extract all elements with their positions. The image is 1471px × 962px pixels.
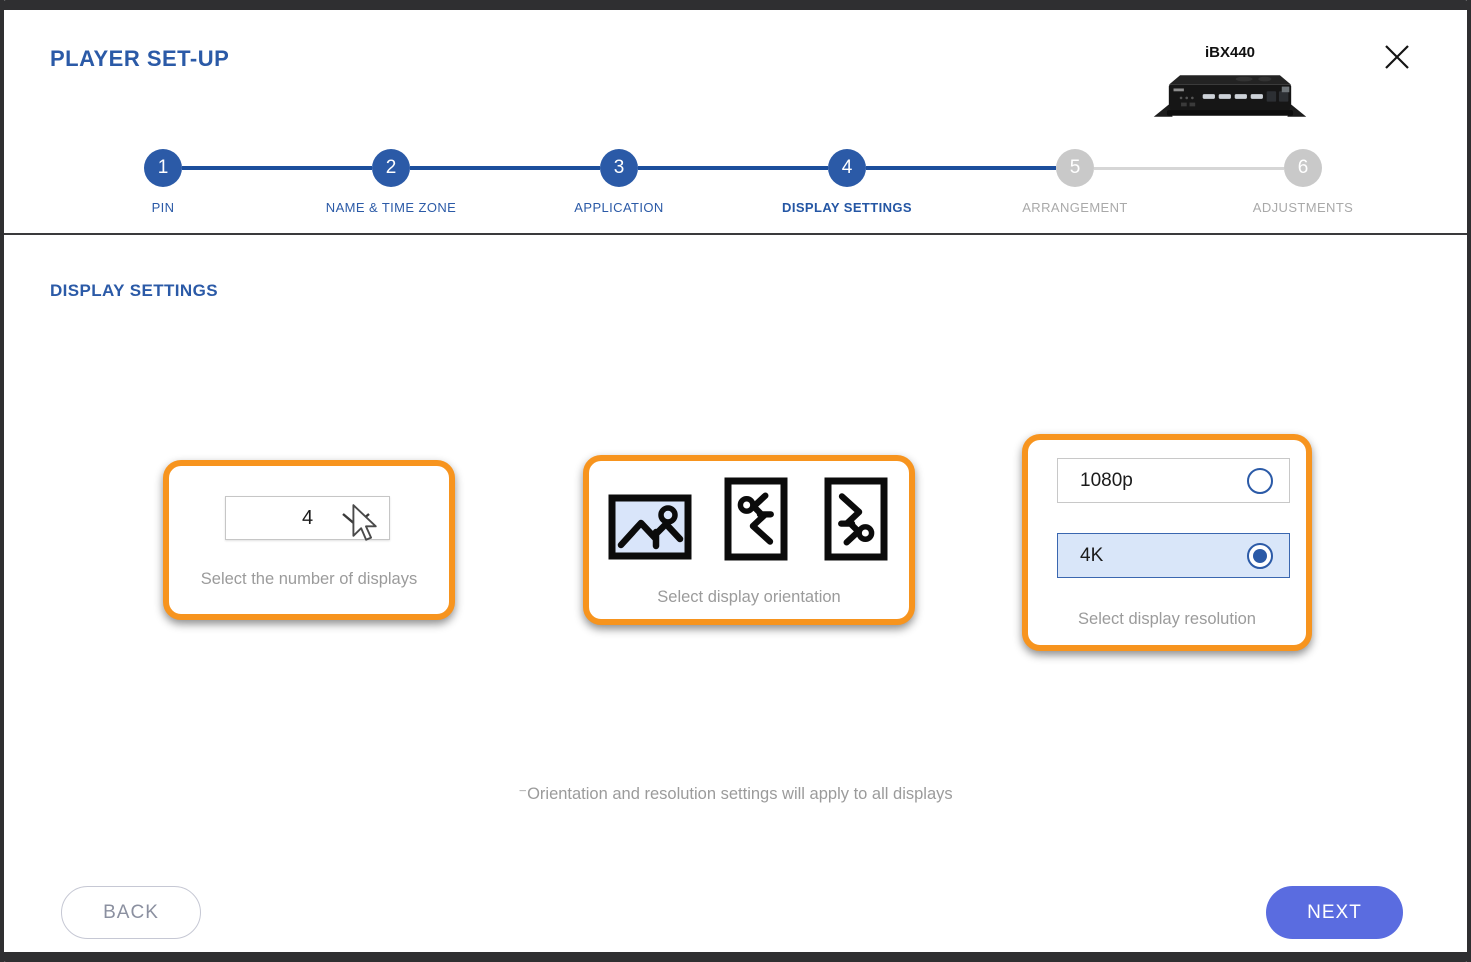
- page-title: PLAYER SET-UP: [50, 46, 230, 71]
- resolution-option-label: 1080p: [1080, 469, 1133, 491]
- stepper-connector-3-4: [638, 166, 828, 170]
- apply-to-all-note: ⁻Orientation and resolution settings wil…: [518, 785, 953, 803]
- portrait-right-orientation-icon[interactable]: [824, 477, 888, 566]
- mouse-cursor-icon: [349, 504, 379, 549]
- step-circle-application[interactable]: 3: [600, 149, 638, 187]
- portrait-left-orientation-icon[interactable]: [724, 477, 788, 566]
- close-icon: [1385, 45, 1409, 69]
- resolution-option-4k[interactable]: 4K: [1057, 533, 1290, 578]
- step-circle-adjustments[interactable]: 6: [1284, 149, 1322, 187]
- window-frame-bottom: [0, 952, 1471, 962]
- step-circle-name-time-zone[interactable]: 2: [372, 149, 410, 187]
- header-divider: [4, 233, 1467, 235]
- display-count-value: 4: [301, 506, 314, 529]
- display-orientation-panel: Select display orientation: [583, 455, 915, 625]
- section-heading: DISPLAY SETTINGS: [50, 281, 218, 300]
- ibx440-device-image: [1150, 68, 1310, 124]
- close-button[interactable]: [1380, 40, 1414, 74]
- resolution-option-label: 4K: [1080, 544, 1104, 566]
- window-frame-left: [0, 0, 4, 962]
- step-label-pin: PIN: [151, 200, 175, 215]
- displays-panel-caption: Select the number of displays: [200, 570, 418, 588]
- window-frame-right: [1467, 0, 1471, 962]
- back-button[interactable]: BACK: [61, 886, 201, 939]
- window-frame-top: [0, 0, 1471, 10]
- step-label-adjustments: ADJUSTMENTS: [1252, 200, 1354, 215]
- display-resolution-panel: 1080p 4K Select display resolution: [1022, 434, 1312, 651]
- step-label-display-settings: DISPLAY SETTINGS: [782, 200, 912, 215]
- step-label-name-time-zone: NAME & TIME ZONE: [325, 200, 457, 215]
- radio-selected-icon[interactable]: [1247, 542, 1273, 569]
- stepper-connector-2-3: [410, 166, 600, 170]
- resolution-panel-caption: Select display resolution: [1078, 610, 1256, 628]
- step-circle-arrangement[interactable]: 5: [1056, 149, 1094, 187]
- orientation-panel-caption: Select display orientation: [657, 588, 841, 606]
- step-circle-pin[interactable]: 1: [144, 149, 182, 187]
- stepper-connector-4-5: [866, 166, 1056, 170]
- landscape-orientation-icon[interactable]: [608, 494, 692, 565]
- next-button[interactable]: NEXT: [1266, 886, 1403, 939]
- resolution-option-1080p[interactable]: 1080p: [1057, 458, 1290, 503]
- step-label-arrangement: ARRANGEMENT: [1022, 200, 1128, 215]
- stepper-connector-1-2: [182, 166, 372, 170]
- radio-unselected-icon[interactable]: [1247, 467, 1273, 494]
- number-of-displays-panel: 4 Select the number of displays: [163, 460, 455, 620]
- step-circle-display-settings[interactable]: 4: [828, 149, 866, 187]
- device-model-label: iBX440: [1204, 44, 1256, 61]
- stepper-connector-5-6: [1094, 167, 1284, 170]
- step-label-application: APPLICATION: [574, 200, 664, 215]
